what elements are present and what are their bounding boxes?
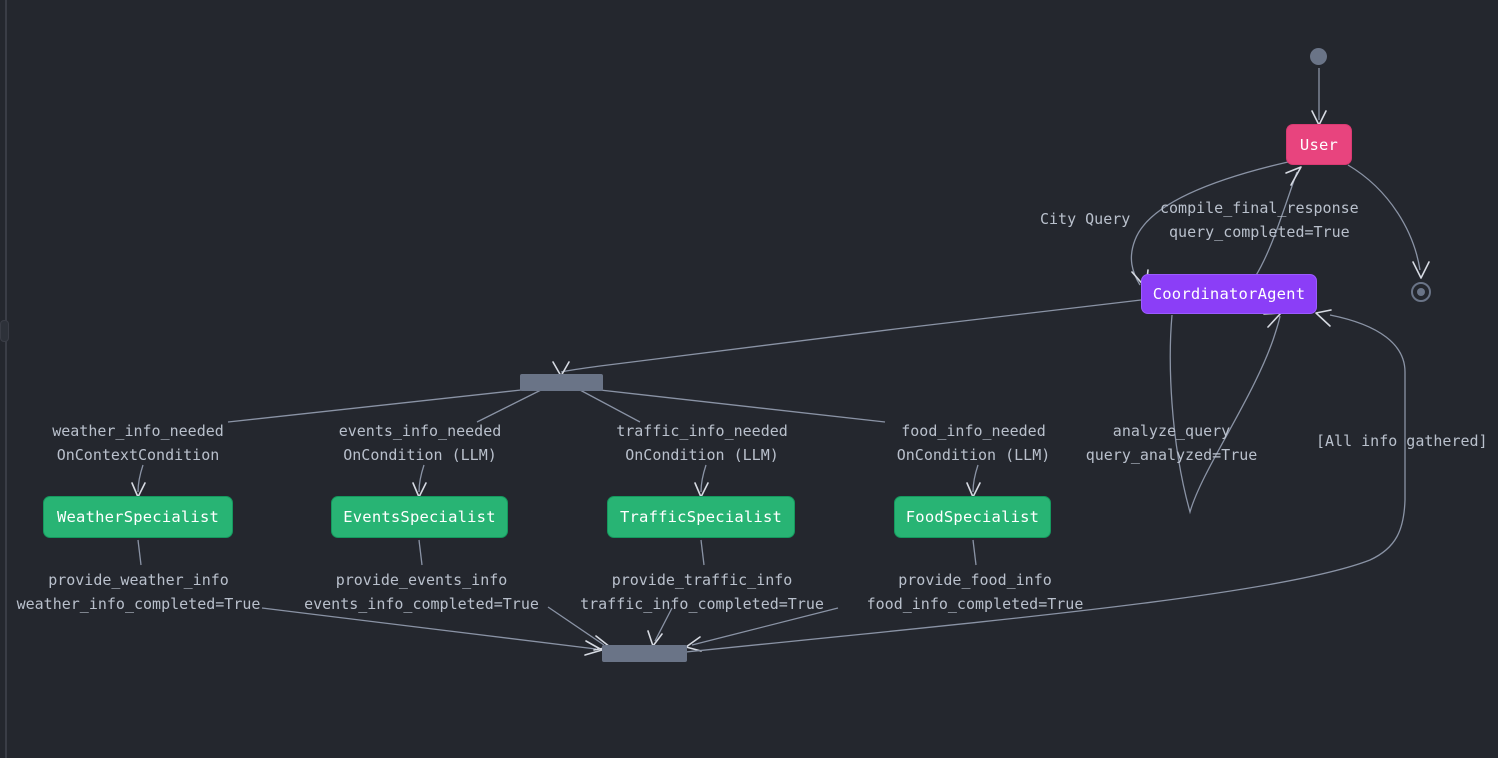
node-traffic-specialist[interactable]: TrafficSpecialist [607, 496, 795, 538]
end-node [1411, 282, 1431, 302]
edge-weather-node-to-label [137, 539, 142, 566]
edge-user-to-end [1347, 164, 1421, 271]
edge-events-label-to-node [418, 464, 425, 493]
node-weather-specialist[interactable]: WeatherSpecialist [43, 496, 233, 538]
edge-fork-to-traffic-label [579, 389, 641, 423]
edge-join-to-coordinator [685, 314, 1406, 653]
arrowhead-join-to-coordinator [1315, 309, 1332, 327]
fork-bar [520, 374, 603, 391]
edge-coordinator-to-fork [560, 299, 1142, 373]
arrowhead-traffic-join [647, 630, 663, 647]
edge-coordinator-self-loop [1169, 314, 1281, 515]
edge-events-node-to-label [418, 539, 423, 566]
join-bar [602, 645, 687, 662]
edge-food-label-to-node [972, 464, 979, 493]
node-events-specialist[interactable]: EventsSpecialist [331, 496, 508, 538]
edge-traffic-to-join [654, 607, 673, 642]
edge-fork-to-events-label [476, 389, 542, 423]
node-user[interactable]: User [1286, 124, 1352, 165]
left-scrollbar-rail [5, 0, 7, 758]
arrowhead-coordinator-to-user [1285, 166, 1302, 186]
node-coordinator-agent[interactable]: CoordinatorAgent [1141, 274, 1317, 314]
arrowhead-user-to-end [1412, 261, 1430, 279]
node-food-specialist[interactable]: FoodSpecialist [894, 496, 1051, 538]
edge-weather-to-join [261, 607, 597, 650]
edge-user-to-coordinator [1130, 161, 1289, 286]
edge-traffic-label-to-node [700, 464, 707, 493]
edge-events-to-join [547, 606, 605, 646]
edge-food-node-to-label [972, 539, 977, 566]
left-scrollbar-thumb[interactable] [0, 320, 9, 342]
edge-traffic-node-to-label [700, 539, 705, 566]
end-node-core [1417, 288, 1425, 296]
edge-fork-to-food-label [599, 389, 886, 423]
edge-coordinator-to-user [1254, 171, 1298, 278]
start-node [1310, 48, 1327, 65]
edge-fork-to-weather-label [227, 389, 522, 423]
edge-weather-label-to-node [137, 464, 144, 493]
edge-food-to-join [691, 607, 839, 646]
